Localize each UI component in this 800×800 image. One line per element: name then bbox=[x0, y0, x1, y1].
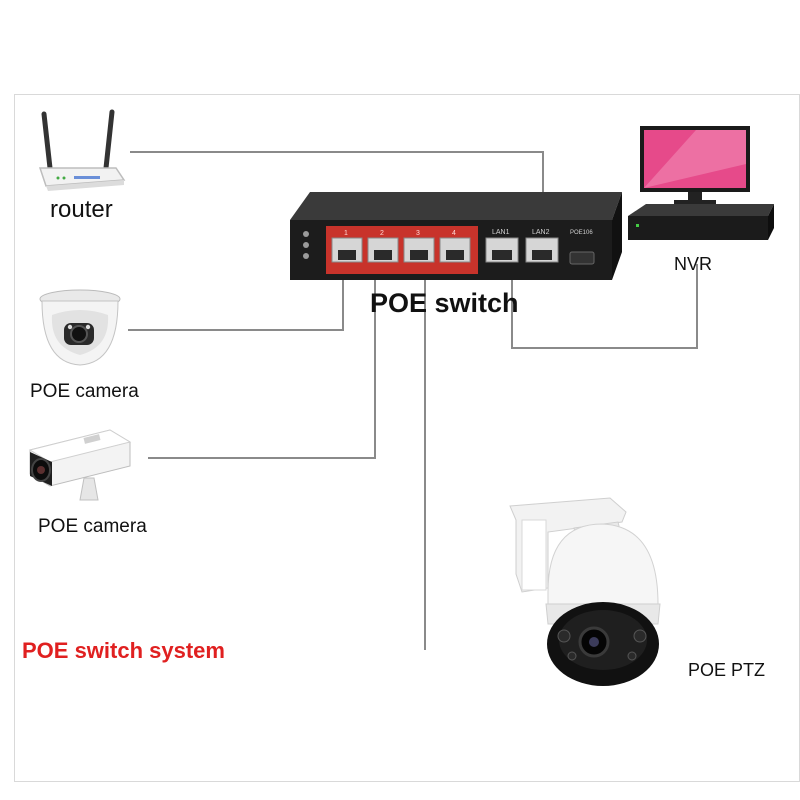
nvr-icon bbox=[628, 126, 774, 240]
port-number-1: 1 bbox=[344, 230, 348, 237]
bullet-camera-device bbox=[24, 416, 144, 506]
port-number-2: 2 bbox=[380, 230, 384, 237]
ptz-camera-device bbox=[500, 492, 670, 692]
lan2-label: LAN2 bbox=[532, 229, 550, 236]
ptz-label: POE PTZ bbox=[688, 660, 766, 680]
poe-switch-icon: 1 2 3 4 LAN1 LAN2 POE106 bbox=[290, 192, 622, 280]
camera1-label: POE camera bbox=[30, 381, 139, 402]
poe-switch-label: POE switch bbox=[370, 288, 519, 318]
dome-camera-device bbox=[30, 285, 130, 375]
port-number-4: 4 bbox=[452, 230, 456, 237]
router-label: router bbox=[50, 196, 113, 223]
router-device bbox=[28, 106, 128, 196]
camera2-label: POE camera bbox=[38, 516, 147, 537]
port-number-3: 3 bbox=[416, 230, 420, 237]
diagram-title: POE switch system bbox=[22, 638, 225, 663]
bullet-camera-icon bbox=[28, 429, 132, 501]
switch-model-label: POE106 bbox=[570, 230, 593, 236]
nvr-device bbox=[626, 124, 776, 254]
poe-switch-device: 1 2 3 4 LAN1 LAN2 POE106 bbox=[286, 190, 626, 286]
router-icon bbox=[38, 109, 126, 191]
wire-lan1-to-nvr bbox=[511, 264, 698, 349]
ptz-camera-icon bbox=[509, 497, 661, 686]
dome-camera-icon bbox=[39, 289, 121, 366]
nvr-label: NVR bbox=[674, 254, 713, 274]
lan1-label: LAN1 bbox=[492, 229, 510, 236]
wire-camera1-to-port1 bbox=[128, 266, 344, 331]
wire-camera2-to-port2 bbox=[148, 266, 376, 459]
